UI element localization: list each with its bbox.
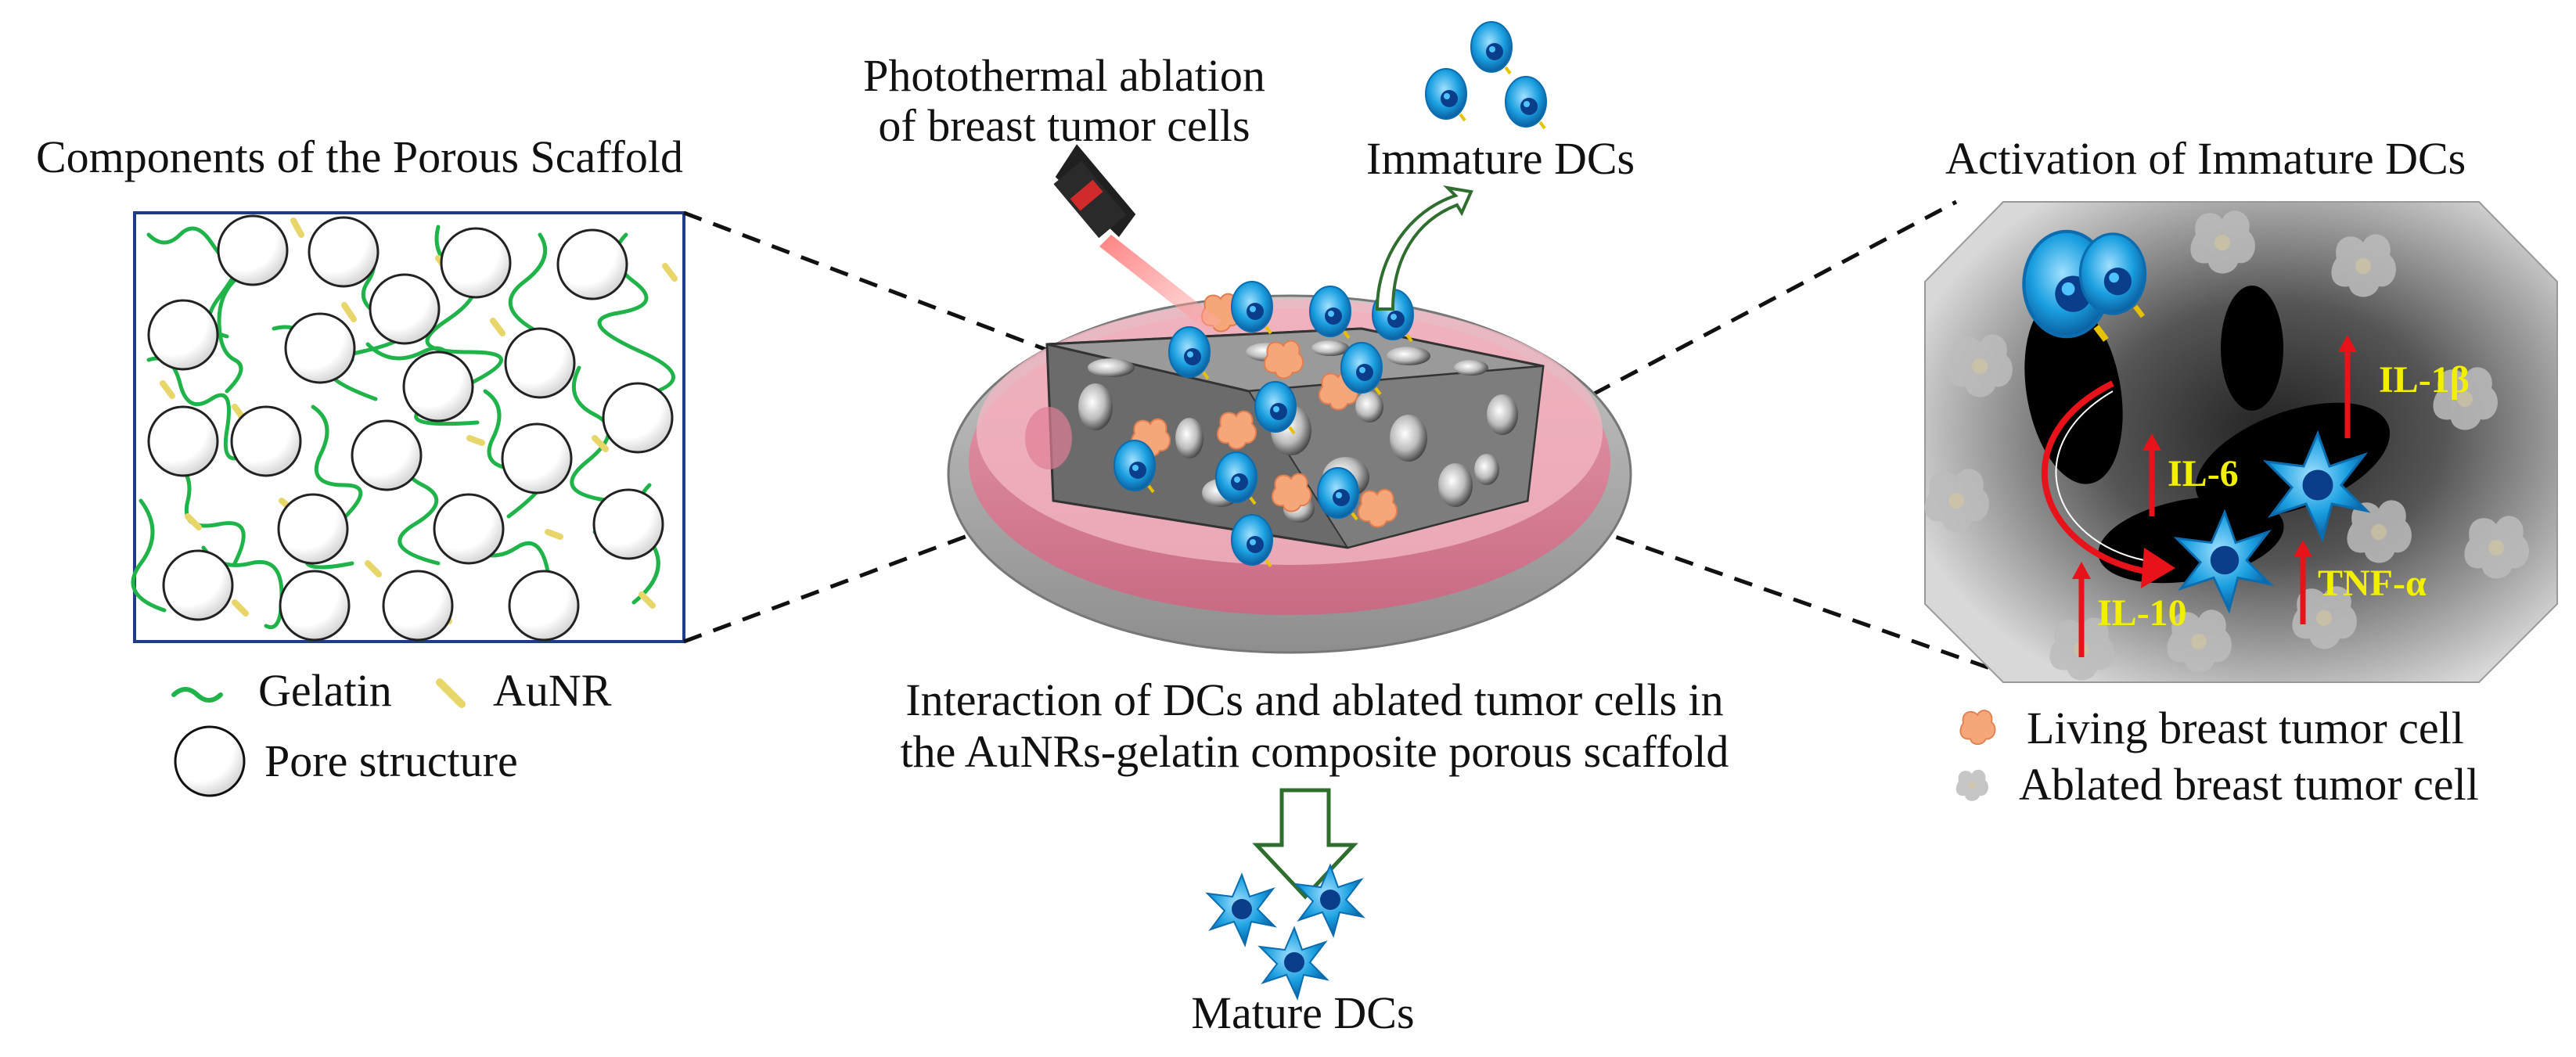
living-tumor-legend-icon bbox=[1959, 710, 1996, 746]
mature-dc-group bbox=[1207, 865, 1364, 999]
down-arrow-icon bbox=[1252, 788, 1358, 900]
scaffold-components-panel bbox=[131, 211, 685, 797]
ablated-tumor-legend-label: Ablated breast tumor cell bbox=[2019, 759, 2479, 810]
laser-label-line2: of breast tumor cells bbox=[878, 100, 1250, 151]
immature-dc-group bbox=[1375, 20, 1548, 311]
right-panel-title: Activation of Immature DCs bbox=[1945, 133, 2466, 184]
immature-dc-label: Immature DCs bbox=[1366, 133, 1635, 184]
gelatin-legend-label: Gelatin bbox=[258, 665, 392, 716]
activation-panel bbox=[1924, 201, 2558, 801]
mature-dc-label: Mature DCs bbox=[1191, 987, 1415, 1038]
pore-circles bbox=[147, 214, 674, 642]
gelatin-legend-icon bbox=[171, 687, 223, 703]
pore-legend-label: Pore structure bbox=[264, 735, 518, 786]
cytokine-il10: IL-10 bbox=[2097, 592, 2187, 634]
left-panel-title: Components of the Porous Scaffold bbox=[36, 131, 683, 182]
upregulation-arrows bbox=[2072, 335, 2357, 657]
interaction-caption-line1: Interaction of DCs and ablated tumor cel… bbox=[905, 674, 1724, 725]
activation-arrow-icon bbox=[2042, 380, 2145, 574]
aunr-legend-label: AuNR bbox=[493, 665, 612, 716]
cytokine-il1b: IL-1β bbox=[2379, 359, 2470, 401]
pore-legend-icon bbox=[174, 725, 246, 797]
interaction-caption-line2: the AuNRs-gelatin composite porous scaff… bbox=[900, 726, 1729, 777]
laser-device bbox=[1053, 144, 1221, 333]
ablated-tumor-legend-icon bbox=[1955, 769, 1988, 801]
porous-scaffold-block bbox=[1025, 280, 1545, 568]
cytokine-il6: IL-6 bbox=[2168, 453, 2239, 494]
living-tumor-legend-label: Living breast tumor cell bbox=[2027, 703, 2464, 753]
laser-label-line1: Photothermal ablation bbox=[863, 50, 1265, 101]
cytokine-tnfa: TNF-α bbox=[2318, 563, 2427, 604]
aunr-legend-icon bbox=[436, 678, 466, 708]
